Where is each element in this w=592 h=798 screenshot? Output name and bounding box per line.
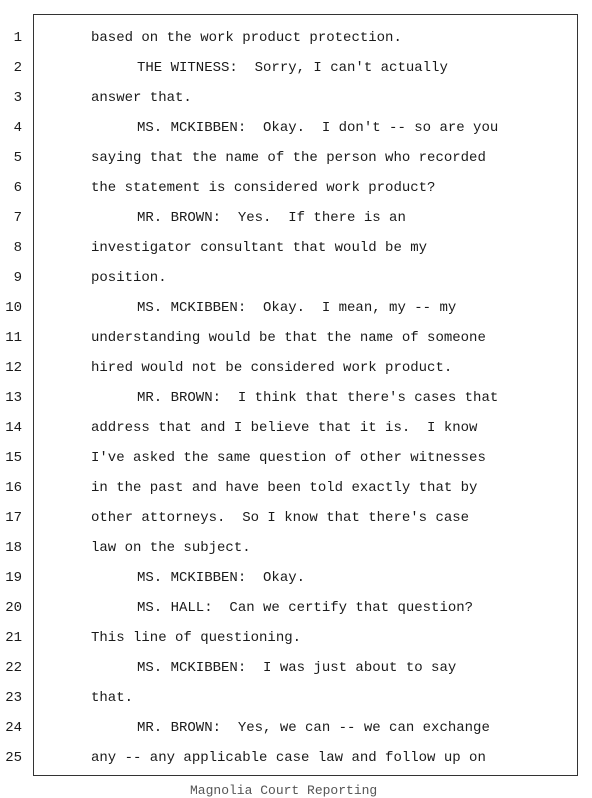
transcript-line: THE WITNESS: Sorry, I can't actually: [137, 60, 448, 76]
line-number: 14: [5, 420, 22, 436]
page-footer: Magnolia Court Reporting: [190, 783, 378, 798]
transcript-line: This line of questioning.: [91, 630, 302, 646]
transcript-line: based on the work product protection.: [91, 30, 402, 46]
transcript-line: MS. MCKIBBEN: I was just about to say: [137, 660, 457, 676]
transcript-body: based on the work product protection. THE…: [91, 26, 571, 776]
transcript-line: investigator consultant that would be my: [91, 240, 428, 256]
line-number: 25: [5, 750, 22, 766]
line-number: 1: [13, 30, 22, 46]
line-number: 2: [13, 60, 22, 76]
transcript-line: MS. MCKIBBEN: Okay.: [137, 570, 306, 586]
line-number: 22: [5, 660, 22, 676]
line-number: 19: [5, 570, 22, 586]
transcript-line: I've asked the same question of other wi…: [91, 450, 486, 466]
transcript-line: law on the subject.: [91, 540, 251, 556]
transcript-line: any -- any applicable case law and follo…: [91, 750, 486, 766]
line-number: 9: [13, 270, 22, 286]
line-number: 12: [5, 360, 22, 376]
transcript-line: other attorneys. So I know that there's …: [91, 510, 470, 526]
line-number: 8: [13, 240, 22, 256]
line-number: 17: [5, 510, 22, 526]
line-number: 11: [5, 330, 22, 346]
line-number: 4: [13, 120, 22, 136]
transcript-line: hired would not be considered work produ…: [91, 360, 453, 376]
line-number: 16: [5, 480, 22, 496]
transcript-line: address that and I believe that it is. I…: [91, 420, 478, 436]
transcript-line: saying that the name of the person who r…: [91, 150, 486, 166]
transcript-line: that.: [91, 690, 134, 706]
transcript-line: MS. MCKIBBEN: Okay. I don't -- so are yo…: [137, 120, 499, 136]
line-number: 13: [5, 390, 22, 406]
line-number: 23: [5, 690, 22, 706]
page-frame: [33, 14, 578, 776]
transcript-line: MS. HALL: Can we certify that question?: [137, 600, 474, 616]
line-number: 21: [5, 630, 22, 646]
line-number: 5: [13, 150, 22, 166]
transcript-line: MR. BROWN: Yes. If there is an: [137, 210, 406, 226]
line-number: 7: [13, 210, 22, 226]
transcript-line: understanding would be that the name of …: [91, 330, 486, 346]
line-number: 18: [5, 540, 22, 556]
line-number: 20: [5, 600, 22, 616]
line-number: 6: [13, 180, 22, 196]
transcript-line: answer that.: [91, 90, 192, 106]
transcript-line: position.: [91, 270, 167, 286]
line-number: 24: [5, 720, 22, 736]
transcript-line: the statement is considered work product…: [91, 180, 436, 196]
transcript-line: MR. BROWN: Yes, we can -- we can exchang…: [137, 720, 490, 736]
line-number: 3: [13, 90, 22, 106]
transcript-line: MR. BROWN: I think that there's cases th…: [137, 390, 499, 406]
line-number: 15: [5, 450, 22, 466]
line-number: 10: [5, 300, 22, 316]
transcript-line: MS. MCKIBBEN: Okay. I mean, my -- my: [137, 300, 457, 316]
transcript-line: in the past and have been told exactly t…: [91, 480, 478, 496]
